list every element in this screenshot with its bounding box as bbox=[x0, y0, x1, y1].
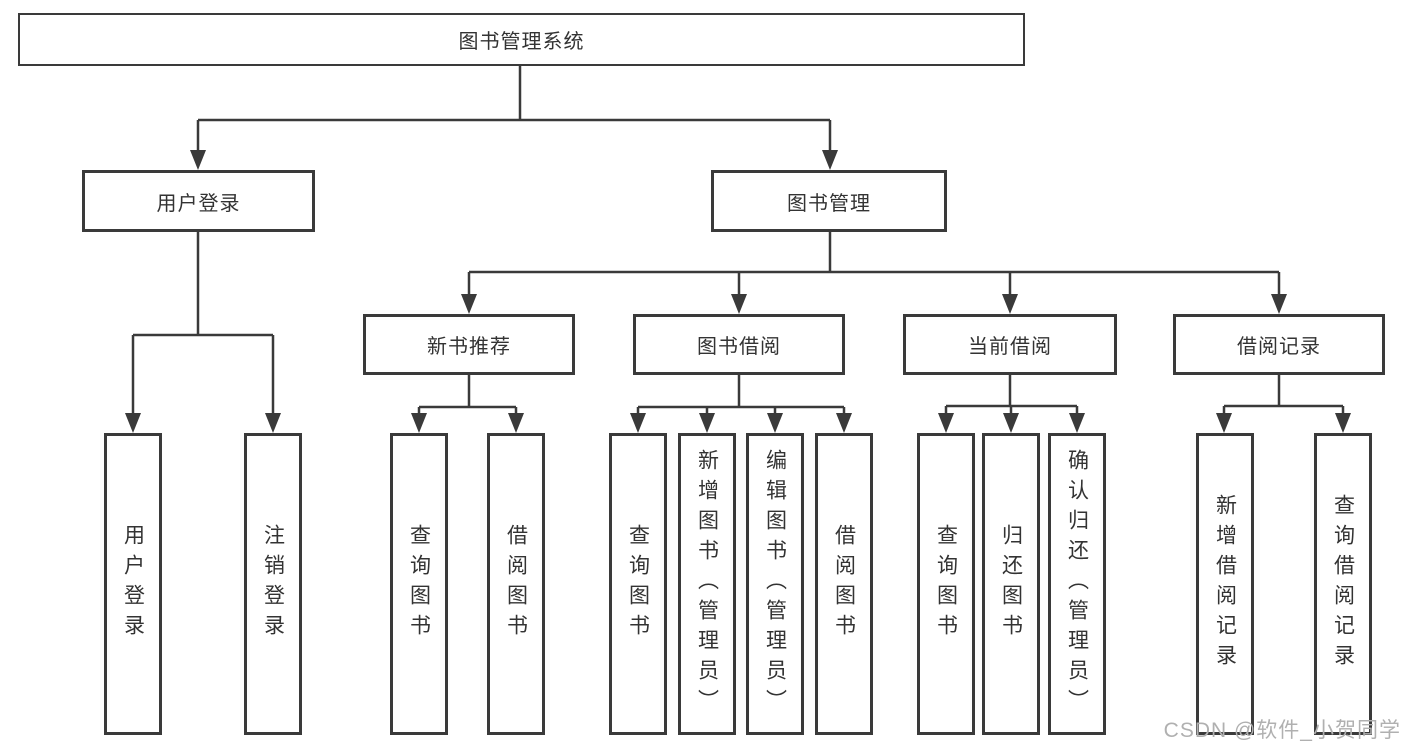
node-new-book-recommend: 新书推荐 bbox=[363, 314, 575, 375]
leaf-current-confirm-return-admin: 确认归还（管理员） bbox=[1048, 433, 1106, 735]
arrowhead bbox=[767, 413, 783, 433]
arrowhead bbox=[265, 413, 281, 433]
leaf-logout: 注销登录 bbox=[244, 433, 302, 735]
branch-user-login bbox=[125, 232, 281, 433]
leaf-borrow-query-books: 查询图书 bbox=[609, 433, 667, 735]
arrowhead bbox=[630, 413, 646, 433]
arrowhead bbox=[836, 413, 852, 433]
node-borrow-records: 借阅记录 bbox=[1173, 314, 1385, 375]
leaf-current-return-books: 归还图书 bbox=[982, 433, 1040, 735]
arrowhead bbox=[1069, 413, 1085, 433]
arrowhead bbox=[699, 413, 715, 433]
arrowhead bbox=[1335, 413, 1351, 433]
csdn-watermark: CSDN @软件_小贺同学 bbox=[1163, 719, 1401, 742]
leaf-records-add-record: 新增借阅记录 bbox=[1196, 433, 1254, 735]
arrowhead bbox=[461, 294, 477, 314]
branch-book-management bbox=[461, 232, 1287, 314]
arrowhead bbox=[822, 150, 838, 170]
branch-root bbox=[190, 66, 838, 170]
leaf-current-query-books: 查询图书 bbox=[917, 433, 975, 735]
node-book-management: 图书管理 bbox=[711, 170, 947, 232]
branch-borrow-records bbox=[1216, 375, 1351, 433]
branch-current-borrow bbox=[938, 375, 1085, 433]
leaf-borrow-borrow-books: 借阅图书 bbox=[815, 433, 873, 735]
arrowhead bbox=[190, 150, 206, 170]
arrowhead bbox=[125, 413, 141, 433]
branch-book-borrow bbox=[630, 375, 852, 433]
node-current-borrow: 当前借阅 bbox=[903, 314, 1117, 375]
arrowhead bbox=[508, 413, 524, 433]
node-user-login: 用户登录 bbox=[82, 170, 315, 232]
leaf-borrow-add-books-admin: 新增图书（管理员） bbox=[678, 433, 736, 735]
arrowhead bbox=[1003, 413, 1019, 433]
leaf-borrow-edit-books-admin: 编辑图书（管理员） bbox=[746, 433, 804, 735]
leaf-recommend-borrow-books: 借阅图书 bbox=[487, 433, 545, 735]
node-root-system: 图书管理系统 bbox=[18, 13, 1025, 66]
arrowhead bbox=[411, 413, 427, 433]
arrowhead bbox=[1271, 294, 1287, 314]
arrowhead bbox=[1216, 413, 1232, 433]
arrowhead bbox=[938, 413, 954, 433]
leaf-records-query-record: 查询借阅记录 bbox=[1314, 433, 1372, 735]
arrowhead bbox=[1002, 294, 1018, 314]
node-book-borrow: 图书借阅 bbox=[633, 314, 845, 375]
leaf-recommend-query-books: 查询图书 bbox=[390, 433, 448, 735]
branch-new-book-recommend bbox=[411, 375, 524, 433]
leaf-user-login: 用户登录 bbox=[104, 433, 162, 735]
arrowhead bbox=[731, 294, 747, 314]
